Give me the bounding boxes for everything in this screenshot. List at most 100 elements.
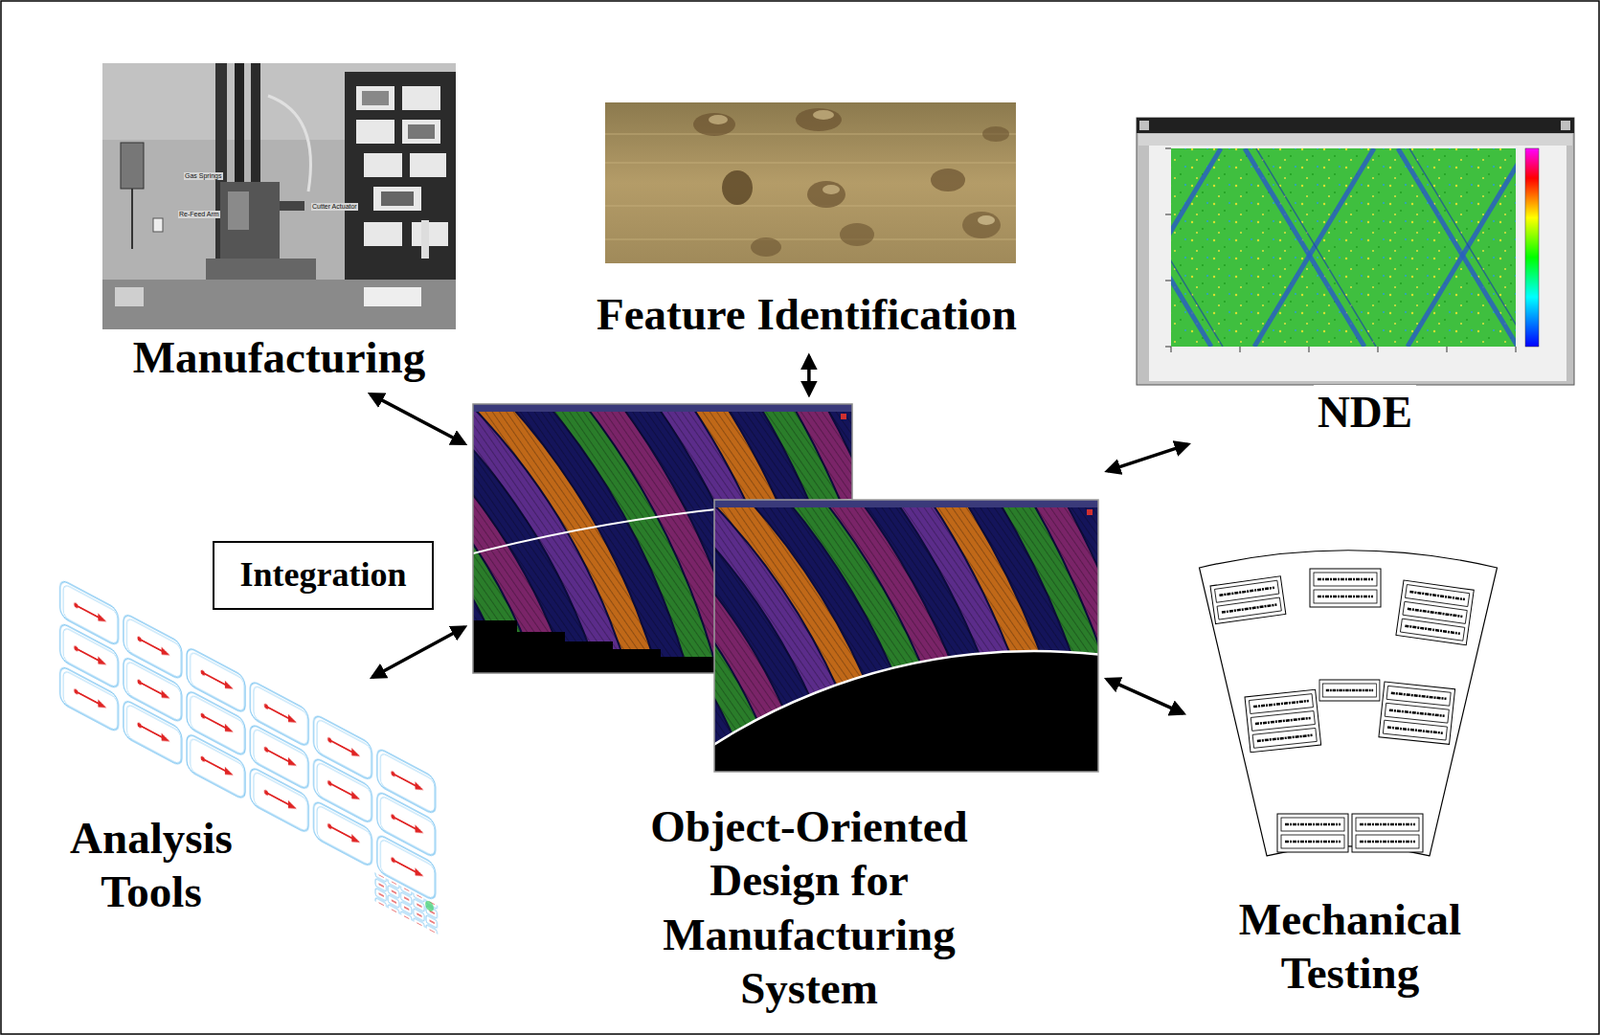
- specimen-photo: [795, 108, 842, 132]
- specimen-panel: Mechanical Testing: [1192, 545, 1509, 1004]
- specimen-drawing: [1352, 813, 1423, 853]
- caption-text: Feature Identification: [592, 287, 1021, 341]
- specimen-photo: [930, 168, 966, 192]
- machine-photo: [279, 201, 305, 211]
- scan-screenshot: [1014, 117, 1600, 385]
- caption-text: Mechanical Testing: [1192, 892, 1509, 1001]
- machine-photo: [205, 258, 316, 280]
- machine-photo: [411, 222, 449, 247]
- double-arrow: [370, 394, 465, 445]
- machine-photo: [363, 287, 422, 307]
- machine-photo: [131, 188, 134, 249]
- mesh-panel: Analysis Tools: [45, 681, 468, 922]
- specimen-drawing: [1319, 679, 1380, 701]
- scan-screenshot: [1171, 148, 1516, 347]
- specimen-photo: [839, 223, 875, 247]
- machine-photo: [102, 63, 456, 330]
- ply-layout-screen: [714, 499, 1099, 508]
- caption-text: Analysis Tools: [50, 811, 252, 920]
- scan-screenshot: [1171, 346, 1516, 353]
- ply-layout-screen: [1086, 509, 1093, 516]
- ply-layout-screen: [714, 651, 1099, 772]
- machine-photo: [363, 222, 403, 247]
- scan-screenshot: [1171, 148, 1516, 347]
- caption-block: Analysis Tools: [50, 811, 252, 920]
- scan-screenshot: [1171, 148, 1516, 347]
- specimen-drawing: [1378, 681, 1456, 744]
- machine-photo: [102, 63, 456, 330]
- machine-photo: [153, 218, 163, 232]
- specimen-photo: [605, 102, 1016, 264]
- caption-block: Manufacturing: [95, 330, 463, 384]
- specimen-drawing: [1210, 576, 1286, 625]
- mesh-drawing: [374, 872, 438, 935]
- photo-label: Re-Feed Arm: [178, 210, 221, 219]
- photo-panel: Feature Identification: [588, 95, 1025, 347]
- label-box: Integration: [212, 540, 434, 610]
- specimen-photo: [977, 215, 995, 226]
- machine-photo: [227, 191, 249, 230]
- specimen-photo: [605, 134, 1016, 240]
- machine-photo: [102, 279, 456, 330]
- machine-photo: [402, 119, 441, 144]
- machine-photo: [356, 119, 395, 144]
- machine-photo: [421, 220, 429, 259]
- machine-photo: [114, 287, 144, 307]
- scan-screenshot: [1171, 148, 1516, 347]
- specimen-photo: [812, 110, 834, 120]
- machine-photo: [356, 86, 395, 111]
- machine-photo: [409, 153, 447, 178]
- machine-photo: [407, 124, 435, 139]
- ply-layout-screen: [473, 404, 853, 412]
- photo-panel: Manufacturing: [95, 59, 463, 390]
- machine-photo: [363, 153, 403, 178]
- machine-photo: [373, 186, 422, 211]
- specimen-drawing: [1244, 689, 1322, 752]
- double-arrow: [372, 627, 465, 677]
- scan-screenshot: [1560, 120, 1571, 131]
- mesh-drawing: [425, 899, 434, 914]
- scan-screenshot: [1139, 120, 1150, 131]
- machine-photo: [120, 142, 144, 189]
- ply-layout-screen: [714, 499, 1099, 772]
- machine-photo: [381, 191, 414, 206]
- scan-screenshot: [1171, 148, 1516, 347]
- box-label: Integration: [240, 554, 407, 596]
- machine-photo: [220, 181, 280, 259]
- specimen-photo: [693, 112, 736, 136]
- caption-block: Feature Identification: [588, 287, 1025, 341]
- scan-screenshot: [1171, 148, 1516, 347]
- photo-label: Cutter Actuator: [311, 202, 359, 211]
- caption-text: Object-Oriented Design for Manufacturing…: [636, 799, 982, 1016]
- double-arrow: [807, 356, 812, 395]
- specimen-drawing: [1396, 580, 1474, 646]
- specimen-photo: [982, 126, 1010, 142]
- machine-photo: [361, 90, 389, 106]
- specimen-photo: [822, 184, 840, 195]
- caption-block: Mechanical Testing: [1192, 892, 1509, 1001]
- scan-screenshot: [1136, 117, 1575, 134]
- double-arrow: [1106, 678, 1184, 714]
- specimen-photo: [721, 170, 753, 205]
- caption-text: Manufacturing: [129, 330, 430, 384]
- caption-text: NDE: [1313, 384, 1417, 439]
- specimen-photo: [807, 180, 846, 208]
- specimen-photo: [962, 211, 1001, 239]
- scan-screenshot: [1138, 134, 1573, 146]
- specimen-drawing: [1309, 568, 1381, 608]
- specimen-drawing: [1277, 813, 1349, 853]
- specimen-drawing: [1199, 550, 1498, 857]
- machine-photo: [344, 71, 456, 293]
- machine-photo: [402, 86, 441, 111]
- specimen-photo: [750, 237, 782, 257]
- specimen-drawing: [1199, 550, 1498, 857]
- caption-block: Object-Oriented Design for Manufacturing…: [636, 799, 982, 1016]
- double-arrow: [1106, 444, 1188, 472]
- machine-photo: [268, 95, 311, 192]
- scan-screenshot: [1525, 148, 1539, 347]
- scan-screenshot: [1136, 117, 1575, 385]
- ply-layout-screen: [840, 413, 847, 420]
